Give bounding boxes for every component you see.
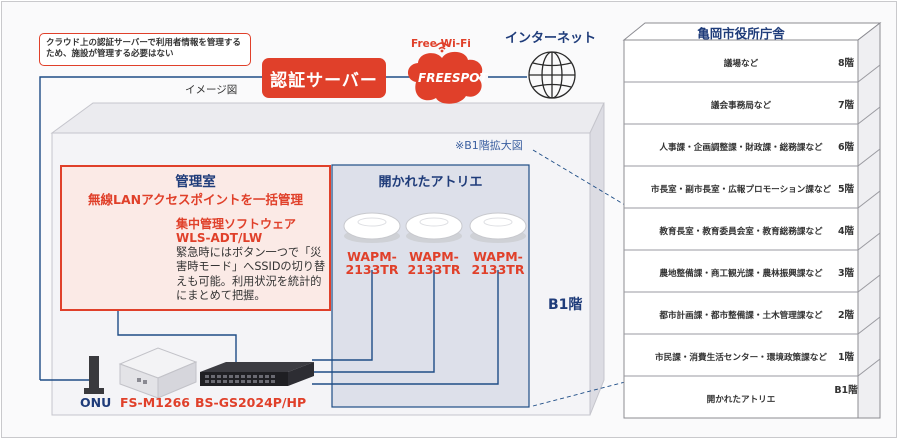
floor-6-label: 人事課・企画調整課・財政課・総務課など bbox=[659, 143, 823, 153]
access-point-1 bbox=[343, 212, 401, 243]
floor-2-label: 都市計画課・都市整備課・土木管理課など bbox=[659, 311, 823, 321]
auth-server-box: 認証サーバー bbox=[262, 58, 386, 98]
access-point-2-label: WAPM- 2133TR bbox=[407, 250, 461, 276]
management-room bbox=[60, 165, 331, 311]
zoom-line-top bbox=[532, 149, 626, 206]
cable-ap1 bbox=[312, 270, 373, 361]
access-point-1-line1: WAPM- bbox=[347, 249, 397, 264]
zoom-line-bottom bbox=[532, 381, 626, 407]
cable-onu-auth bbox=[39, 76, 262, 380]
access-point-3-label: WAPM- 2133TR bbox=[471, 250, 525, 276]
floor-b1-building-number: B1階 bbox=[834, 385, 858, 396]
cable-ap2 bbox=[312, 270, 435, 373]
atelier-title: 開かれたアトリエ bbox=[378, 175, 483, 190]
switch-label: BS-GS2024P/HP bbox=[195, 395, 307, 410]
access-point-1-line2: 2133TR bbox=[345, 262, 399, 278]
floor-2-number: 2階 bbox=[837, 310, 855, 321]
building-tower bbox=[622, 21, 882, 419]
floor-b1-label: B1階 bbox=[548, 297, 583, 313]
atelier-area bbox=[331, 164, 530, 408]
cable-pc-switch bbox=[117, 305, 237, 367]
floor-7-label: 議会事務局など bbox=[710, 101, 772, 111]
wifi-icon bbox=[435, 42, 449, 50]
access-point-2-line2: 2133TR bbox=[407, 262, 461, 278]
floor-1-number: 1階 bbox=[837, 352, 855, 363]
floor-3-label: 農地整備課・商工観光課・農林振興課など bbox=[659, 269, 823, 279]
management-room-title: 管理室 bbox=[175, 174, 216, 190]
access-point-3-line1: WAPM- bbox=[473, 249, 523, 264]
floor-4-number: 4階 bbox=[837, 226, 855, 237]
onu-device bbox=[89, 356, 99, 390]
software-description: 緊急時にはボタン一つで「災害時モード」へSSIDの切り替えも可能。利用状況を統計… bbox=[176, 246, 326, 302]
access-point-2-line1: WAPM- bbox=[409, 249, 459, 264]
onu-label: ONU bbox=[80, 395, 112, 410]
floor-8-number: 8階 bbox=[837, 58, 855, 69]
freespot-cloud bbox=[407, 51, 483, 104]
software-model: WLS-ADT/LW bbox=[176, 231, 263, 245]
floor-3-number: 3階 bbox=[837, 268, 855, 279]
floor-b1-building-label: 開かれたアトリエ bbox=[706, 395, 776, 405]
floor-4-label: 教育長室・教育委員会室・教育総務課など bbox=[659, 227, 823, 237]
cloud-note-text: クラウド上の認証サーバーで利用者情報を管理するため、施設が管理する必要はない bbox=[46, 38, 241, 60]
floor-5-label: 市長室・副市長室・広報プロモーション課など bbox=[650, 185, 832, 195]
fs-m1266-device bbox=[118, 347, 198, 399]
access-point-1-label: WAPM- 2133TR bbox=[345, 250, 399, 276]
cable-ap3 bbox=[312, 270, 499, 385]
fs-m1266-label: FS-M1266 bbox=[120, 395, 190, 410]
access-point-2 bbox=[405, 212, 463, 243]
management-headline: 無線LANアクセスポイントを一括管理 bbox=[88, 192, 303, 207]
floor-5-number: 5階 bbox=[837, 184, 855, 195]
wifi-dot bbox=[440, 49, 444, 53]
image-label: イメージ図 bbox=[185, 84, 238, 96]
globe-icon bbox=[528, 51, 576, 99]
switch-device bbox=[200, 362, 314, 386]
access-point-3 bbox=[469, 212, 527, 243]
software-title: 集中管理ソフトウェア bbox=[176, 217, 297, 231]
cloud-note-callout: クラウド上の認証サーバーで利用者情報を管理するため、施設が管理する必要はない bbox=[39, 33, 251, 66]
freespot-logo: FREESPOT bbox=[418, 71, 488, 85]
floor-7-number: 7階 bbox=[837, 100, 855, 111]
auth-server-label: 認証サーバー bbox=[270, 70, 378, 91]
floor-1-label: 市民課・消費生活センター・環境政策課など bbox=[655, 353, 827, 363]
floor-8-label: 議場など bbox=[723, 59, 759, 69]
building-title: 亀岡市役所庁舎 bbox=[697, 26, 785, 41]
free-wifi-label: Free Wi-Fi bbox=[411, 38, 471, 50]
internet-label: インターネット bbox=[505, 31, 597, 46]
b1-zoom-label: ※B1階拡大図 bbox=[455, 139, 523, 152]
floor-6-number: 6階 bbox=[837, 142, 855, 153]
room-side-face bbox=[589, 102, 605, 416]
access-point-3-line2: 2133TR bbox=[471, 262, 525, 278]
room-top-face bbox=[50, 102, 605, 134]
